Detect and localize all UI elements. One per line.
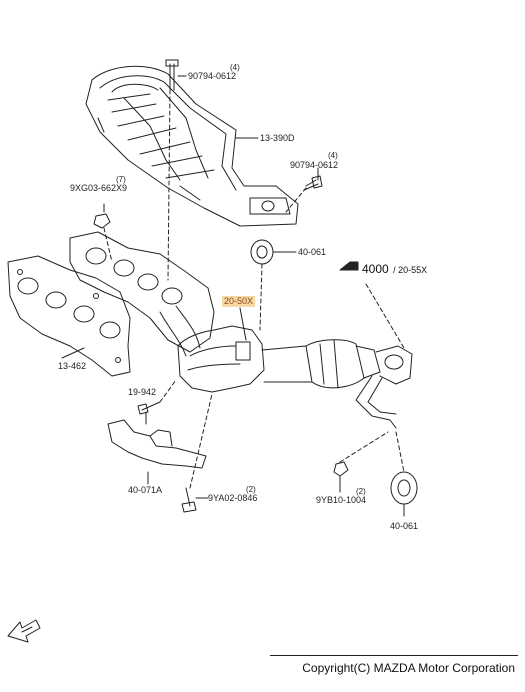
part-label-40-071A[interactable]: 40-071A: [128, 485, 163, 495]
nut-left: [93, 213, 111, 229]
part-label-9YA02-0846[interactable]: 9YA02-0846: [208, 493, 258, 503]
footer-divider: [270, 655, 518, 656]
gasket-part: [7, 255, 131, 377]
heat-insulator-part: [85, 65, 299, 227]
nut-9YB10: [333, 461, 349, 477]
part-label-90794-0612-right[interactable]: 90794-0612: [290, 160, 339, 170]
qty-90794-right: (4): [328, 151, 338, 160]
part-label-9YB10-1004[interactable]: 9YB10-1004: [316, 495, 367, 505]
leader-lines: [61, 75, 405, 517]
qty-9XG03: (7): [116, 175, 126, 184]
part-label-40-061-lower[interactable]: 40-061: [390, 521, 419, 531]
bolt-top: [165, 59, 179, 91]
rubber-mount-lower: [390, 471, 418, 505]
part-label-19-942[interactable]: 19-942: [128, 387, 157, 397]
bolt-right: [303, 175, 323, 191]
part-label-13-462[interactable]: 13-462: [58, 361, 87, 371]
bolt-19-942: [137, 401, 161, 415]
qty-90794-top: (4): [230, 63, 240, 72]
part-label-13-390D[interactable]: 13-390D: [260, 133, 295, 143]
reference-main: 4000: [362, 262, 389, 276]
dashed-guides: [103, 89, 405, 489]
catalytic-converter-part: [177, 325, 413, 429]
qty-9YB10: (2): [356, 487, 366, 496]
front-arrow-icon: [7, 619, 41, 643]
part-label-20-50X-highlighted[interactable]: 20-50X: [222, 296, 256, 307]
qty-9YA02: (2): [246, 485, 256, 494]
part-label-40-061-upper[interactable]: 40-061: [298, 247, 327, 257]
copyright-text: Copyright(C) MAZDA Motor Corporation: [302, 661, 515, 675]
part-label-9XG03-662X9[interactable]: 9XG03-662X9: [70, 183, 128, 193]
reference-arrow-icon: [339, 261, 359, 271]
part-label-90794-0612-top[interactable]: 90794-0612: [188, 71, 237, 81]
front-cover-part: [107, 419, 207, 469]
reference-label[interactable]: 4000 / 20-55X: [362, 261, 427, 277]
exhaust-manifold-part: [69, 231, 215, 357]
reference-sub: / 20-55X: [393, 265, 428, 275]
rubber-mount-upper: [250, 239, 274, 265]
bolt-9YA02: [181, 487, 197, 513]
